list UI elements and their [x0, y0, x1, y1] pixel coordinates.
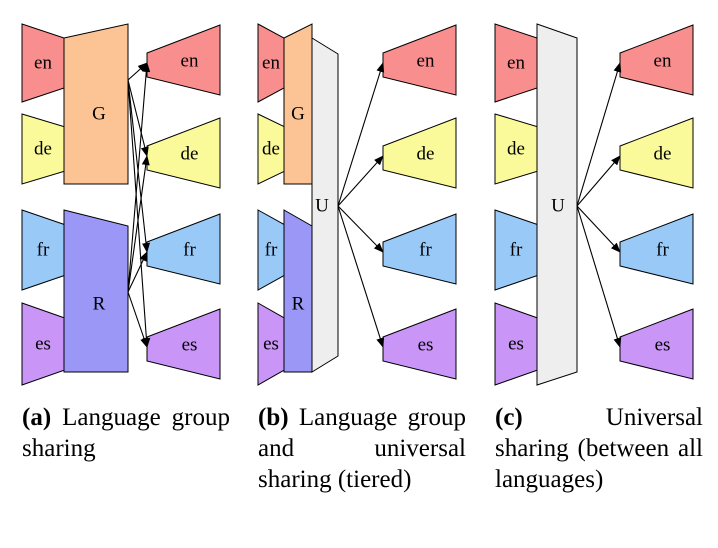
encoder-es-label: es — [35, 334, 51, 355]
arrow-r-en — [127, 62, 151, 293]
caption-a-text: Language group sharing — [22, 404, 231, 462]
encoder-es-label: es — [508, 334, 524, 355]
decoder-de-label: de — [654, 144, 672, 165]
caption-a: (a) Language group sharing — [22, 402, 230, 464]
caption-b-text: Language group and universal sharing (ti… — [258, 404, 467, 493]
caption-a-letter: (a) — [22, 404, 52, 431]
arrow-g-fr — [127, 79, 150, 253]
decoder-es-shape — [619, 308, 694, 380]
caption-c-letter: (c) — [495, 404, 523, 431]
decoder-en-label: en — [181, 51, 199, 72]
encoder-fr-label: fr — [37, 240, 50, 261]
shared-r-block — [63, 209, 129, 373]
encoder-de-label: de — [34, 139, 52, 160]
shared-u-block — [311, 37, 339, 373]
encoder-de-label: de — [507, 139, 525, 160]
panel-b: en de fr es G R Uen de fr es — [257, 23, 457, 386]
decoder-es-shape — [382, 308, 457, 380]
decoder-de-label: de — [417, 144, 435, 165]
arrow-g-en — [127, 62, 148, 81]
encoder-fr-label: fr — [510, 240, 523, 261]
arrow-r-es — [127, 291, 148, 348]
encoder-en-label: en — [262, 53, 280, 74]
arrow-u-fr — [576, 205, 621, 253]
decoder-es-label: es — [182, 335, 198, 356]
encoder-en-label: en — [34, 53, 52, 74]
shared-u-label: U — [551, 196, 565, 217]
caption-b-letter: (b) — [258, 404, 289, 431]
arrow-u-fr — [337, 205, 384, 253]
caption-b: (b) Language group and universal sharing… — [258, 402, 466, 495]
panel-c: en de fr es Uen de fr es — [494, 23, 694, 386]
arrow-g-es — [127, 79, 151, 348]
shared-r-label: R — [292, 294, 305, 315]
decoder-de-label: de — [181, 144, 199, 165]
arrow-u-en — [576, 62, 622, 207]
decoder-es-shape — [146, 308, 221, 380]
arrow-u-de — [337, 155, 384, 207]
encoder-fr-label: fr — [265, 240, 278, 261]
panel-a: en de fr es G Ren de fr es — [21, 23, 221, 386]
caption-c-text: Universal sharing (between all languages… — [495, 404, 703, 493]
decoder-fr-label: fr — [656, 240, 669, 261]
decoder-fr-label: fr — [183, 240, 196, 261]
sharing-diagram: en de fr es G Ren de fr es en de fr es G R Uen de fr es e… — [21, 23, 694, 386]
decoder-fr-shape — [619, 213, 694, 285]
arrow-r-fr — [127, 251, 148, 293]
encoder-en-label: en — [507, 53, 525, 74]
shared-u-label: U — [315, 196, 329, 217]
arrow-u-es — [337, 205, 385, 348]
shared-g-label: G — [291, 104, 305, 125]
arrow-u-de — [576, 155, 621, 207]
decoder-en-label: en — [654, 51, 672, 72]
decoder-es-label: es — [418, 335, 434, 356]
encoder-es-label: es — [263, 334, 279, 355]
shared-r-label: R — [93, 294, 106, 315]
arrow-u-es — [576, 205, 622, 348]
shared-u-block — [536, 23, 578, 386]
decoder-en-label: en — [417, 51, 435, 72]
decoder-es-label: es — [655, 335, 671, 356]
decoder-fr-label: fr — [419, 240, 432, 261]
shared-g-label: G — [92, 104, 106, 125]
shared-r-block — [283, 209, 313, 373]
arrow-u-en — [337, 62, 385, 207]
arrow-r-de — [127, 155, 150, 293]
arrow-g-de — [127, 79, 149, 157]
caption-c: (c) Universal sharing (between all langu… — [495, 402, 703, 495]
decoder-fr-shape — [382, 213, 457, 285]
shared-g-block — [63, 23, 129, 185]
encoder-de-label: de — [262, 139, 280, 160]
